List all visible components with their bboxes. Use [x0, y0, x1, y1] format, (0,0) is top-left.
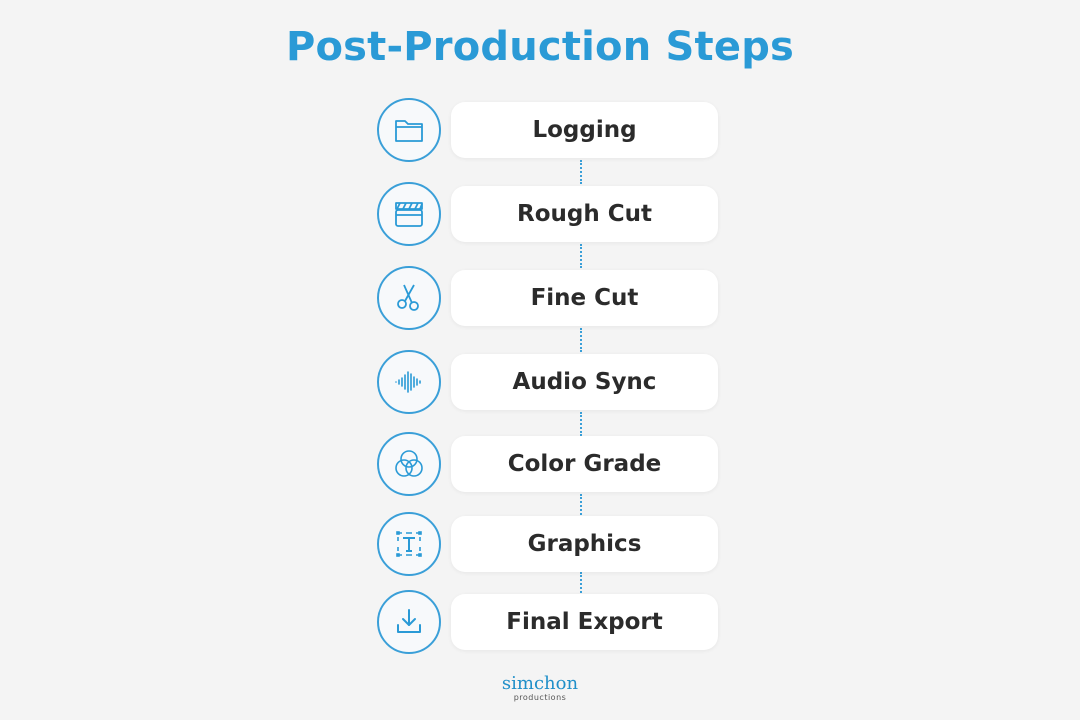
brand-logo: simchon productions: [0, 675, 1080, 703]
connector-2: [580, 244, 582, 268]
folder-icon: [377, 98, 441, 162]
logo-name: simchon: [501, 673, 579, 694]
step-label: Logging: [451, 102, 718, 158]
step-logging: Logging: [377, 98, 722, 166]
steps-flow: Logging Rough Cut Fine Cut: [377, 98, 722, 658]
connector-3: [580, 328, 582, 352]
step-label: Rough Cut: [451, 186, 718, 242]
step-label: Color Grade: [451, 436, 718, 492]
step-audio-sync: Audio Sync: [377, 350, 722, 418]
download-icon: [377, 590, 441, 654]
scissors-icon: [377, 266, 441, 330]
waveform-icon: [377, 350, 441, 414]
clapperboard-icon: [377, 182, 441, 246]
connector-5: [580, 494, 582, 518]
step-final-export: Final Export: [377, 590, 722, 658]
text-frame-icon: [377, 512, 441, 576]
step-label: Audio Sync: [451, 354, 718, 410]
step-color-grade: Color Grade: [377, 432, 722, 500]
step-label: Fine Cut: [451, 270, 718, 326]
step-rough-cut: Rough Cut: [377, 182, 722, 250]
logo-subtitle: productions: [513, 693, 567, 702]
connector-1: [580, 160, 582, 184]
color-circles-icon: [377, 432, 441, 496]
step-label: Final Export: [451, 594, 718, 650]
step-graphics: Graphics: [377, 512, 722, 580]
step-fine-cut: Fine Cut: [377, 266, 722, 334]
connector-4: [580, 412, 582, 436]
page-title: Post-Production Steps: [285, 24, 795, 70]
step-label: Graphics: [451, 516, 718, 572]
connector-6: [580, 572, 582, 596]
